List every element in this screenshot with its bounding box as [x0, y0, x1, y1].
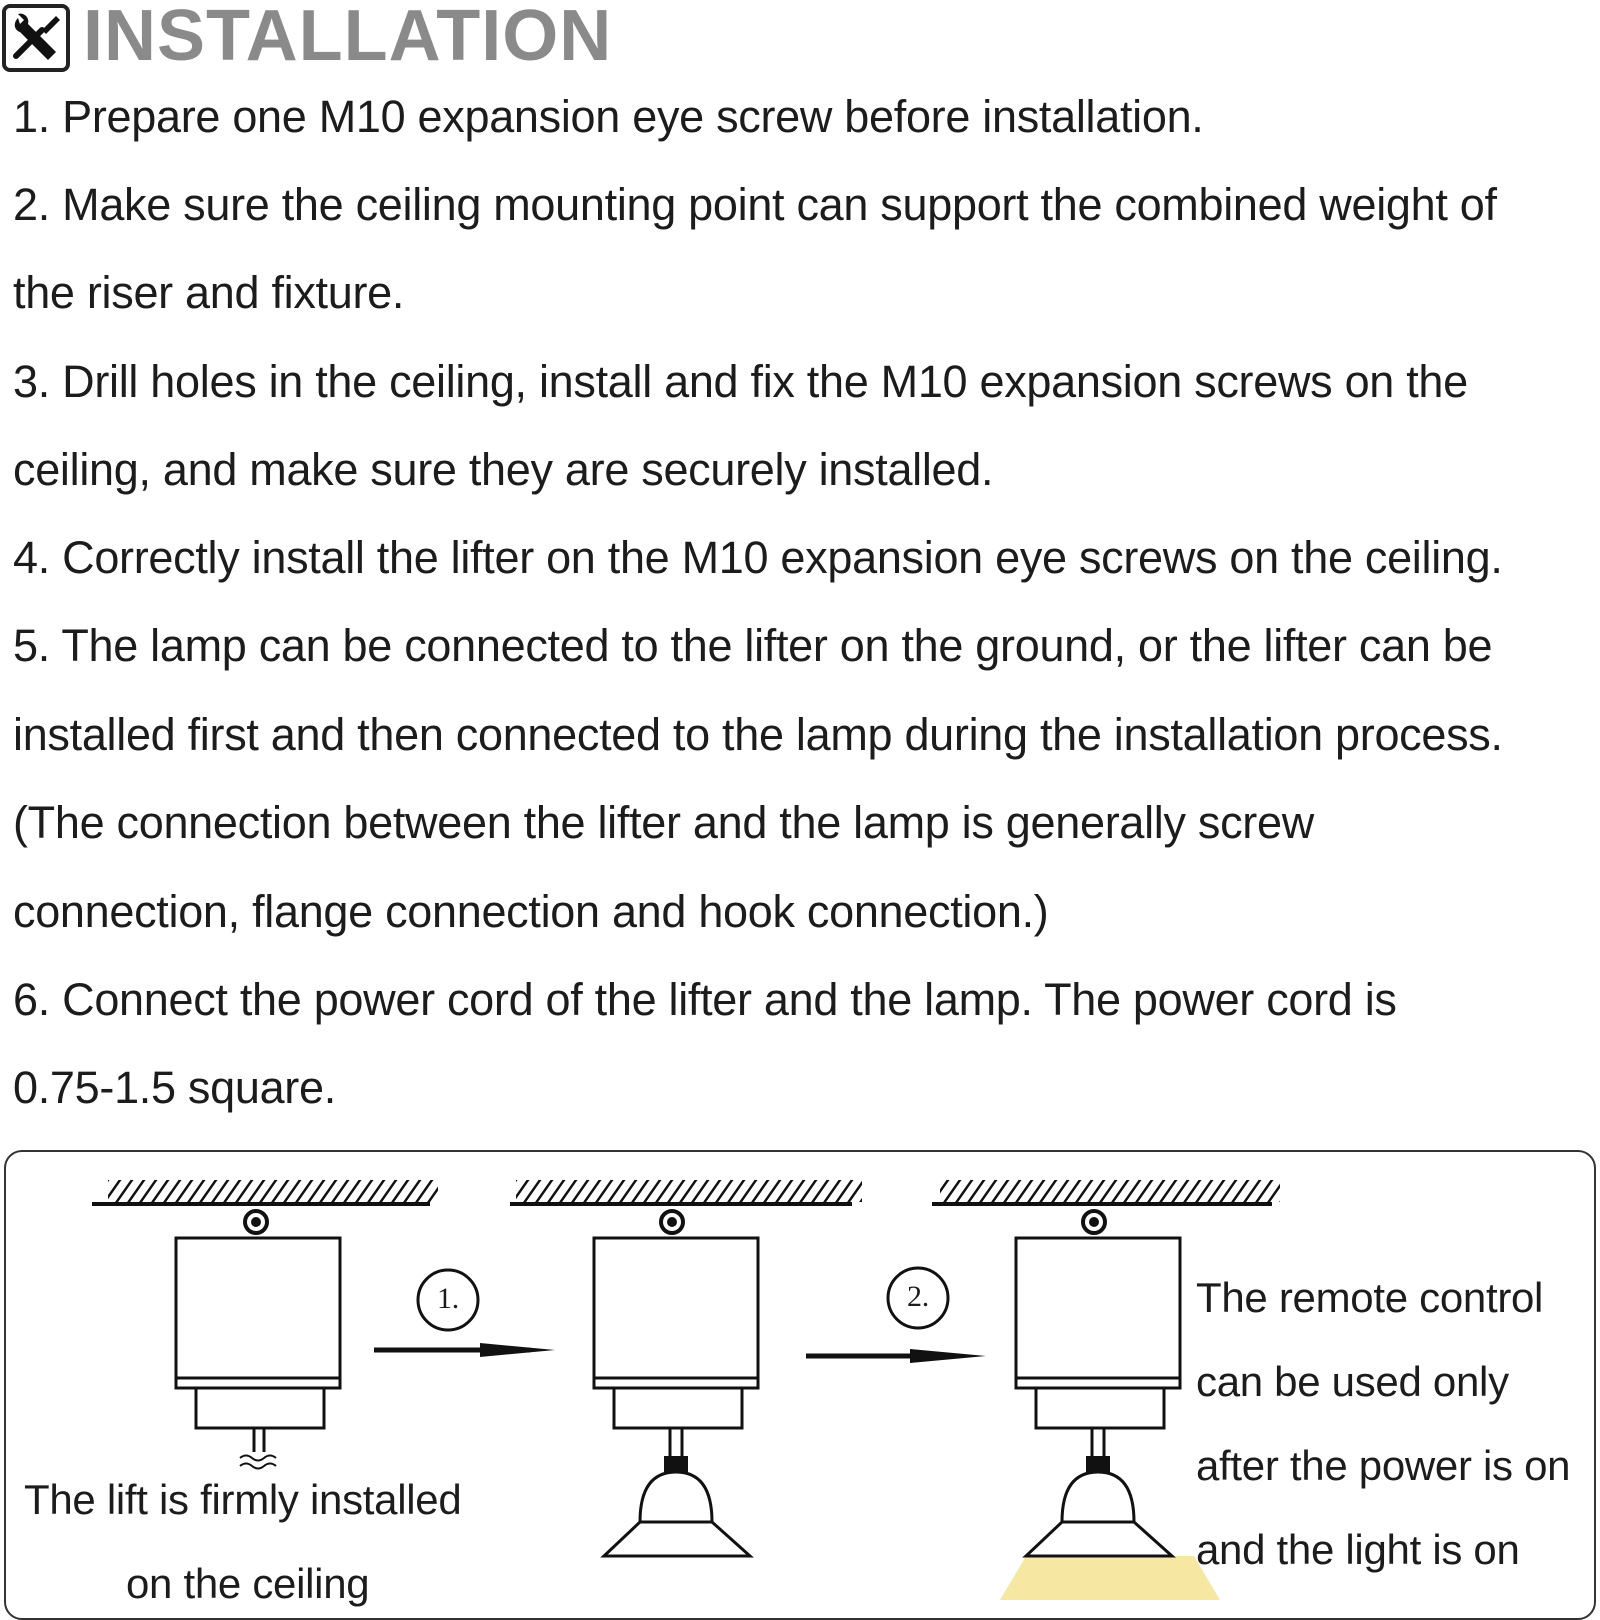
- step-marker-2: 2.: [907, 1280, 929, 1313]
- caption-right-line: after the power is on: [1196, 1442, 1571, 1489]
- caption-left-line: on the ceiling: [126, 1560, 370, 1607]
- step-line: 5. The lamp can be connected to the lift…: [13, 620, 1493, 671]
- installation-diagram: [92, 1180, 1280, 1600]
- step-line: the riser and fixture.: [13, 267, 405, 318]
- caption-right-line: can be used only: [1196, 1358, 1509, 1405]
- step-line: 6. Connect the power cord of the lifter …: [13, 974, 1397, 1025]
- light-beam: [1000, 1556, 1220, 1600]
- wrench-screwdriver-icon: [2, 4, 70, 72]
- caption-left-line: The lift is firmly installed: [24, 1476, 462, 1523]
- step-line: (The connection between the lifter and t…: [13, 797, 1314, 848]
- step-line: 1. Prepare one M10 expansion eye screw b…: [13, 91, 1204, 142]
- step-line: 4. Correctly install the lifter on the M…: [13, 532, 1503, 583]
- step-marker-1: 1.: [437, 1282, 459, 1315]
- lifter-unit-1: [92, 1180, 438, 1470]
- step-line: connection, flange connection and hook c…: [13, 886, 1049, 937]
- lifter-unit-3: [932, 1180, 1280, 1600]
- lifter-unit-2: [510, 1180, 862, 1558]
- step-line: ceiling, and make sure they are securely…: [13, 444, 994, 495]
- caption-right-line: and the light is on: [1196, 1526, 1520, 1573]
- step-line: installed first and then connected to th…: [13, 709, 1503, 760]
- page-title: INSTALLATION: [83, 0, 613, 76]
- step-line: 2. Make sure the ceiling mounting point …: [13, 179, 1497, 230]
- arrow-step-1: [374, 1268, 555, 1357]
- arrow-step-2: [806, 1266, 986, 1363]
- step-line: 0.75-1.5 square.: [13, 1062, 336, 1113]
- caption-right-line: The remote control: [1196, 1274, 1544, 1321]
- section-header: INSTALLATION: [0, 0, 700, 80]
- step-line: 3. Drill holes in the ceiling, install a…: [13, 356, 1468, 407]
